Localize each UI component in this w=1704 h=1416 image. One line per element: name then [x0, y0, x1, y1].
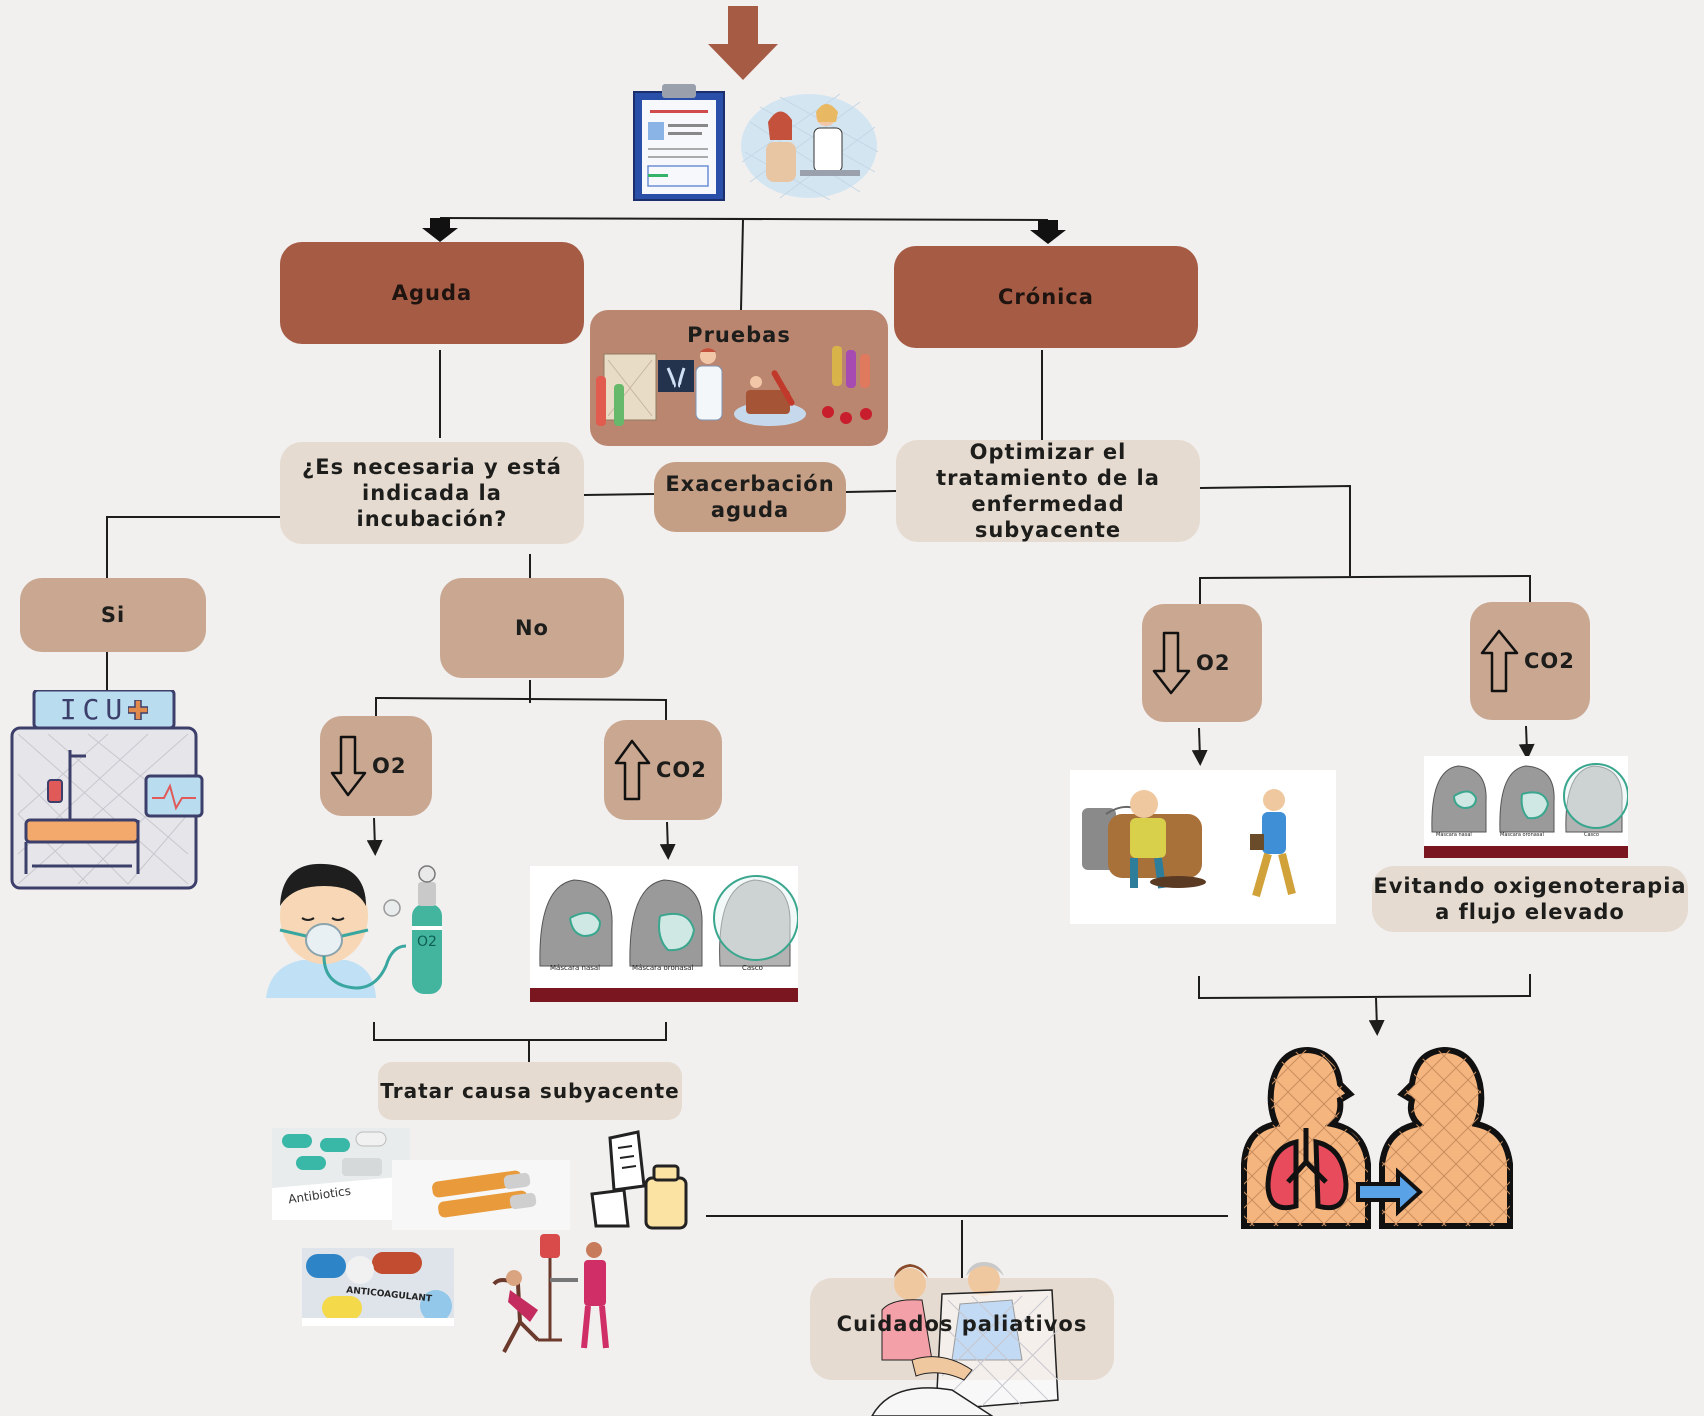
ventilation-masks-image-left: Máscara nasal Máscara oronasal Casco [530, 866, 798, 1002]
oxygen-mask-patient-illustration [266, 863, 442, 998]
elderly-oxygen-drawing [1082, 789, 1296, 898]
masks-drawing [1424, 763, 1628, 858]
mask-casco-caption: Casco [1584, 832, 1599, 838]
mask-oronasal-caption: Máscara oronasal [632, 964, 694, 972]
o2-left-label: O2 [372, 753, 407, 778]
medical-tests-illustration [596, 346, 872, 426]
incubacion-question-box: ¿Es necesaria y está indicada la incubac… [280, 442, 584, 544]
up-arrow-icon [1480, 629, 1519, 693]
ventilation-masks-image-right: Máscara nasal Máscara oronasal Casco [1424, 756, 1628, 858]
medical-record-icon [633, 84, 725, 201]
inhalers-image [392, 1160, 570, 1230]
co2-right-box: CO2 [1470, 602, 1590, 720]
evitando-box: Evitando oxigenoterapia a flujo elevado [1372, 866, 1688, 932]
down-arrow-icon [1152, 631, 1191, 695]
masks-drawing [530, 875, 798, 1002]
exacerbacion-box: Exacerbación aguda [654, 462, 846, 532]
co2-left-label: CO2 [656, 757, 707, 782]
cronica-box: Crónica [894, 246, 1198, 348]
icu-sign-text: ICU [59, 692, 129, 726]
mask-oronasal-caption: Máscara oronasal [1500, 832, 1544, 838]
palliative-care-illustration [871, 1262, 1059, 1416]
co2-left-box: CO2 [604, 720, 722, 820]
antibiotics-image: Antibiotics [272, 1128, 410, 1220]
anticoagulant-image: ANTICOAGULANT [302, 1248, 454, 1326]
pills-drawing [302, 1252, 454, 1326]
optimizar-box: Optimizar el tratamiento de la enfermeda… [896, 440, 1200, 542]
top-down-arrow [708, 6, 778, 80]
up-arrow-icon [614, 739, 651, 801]
aguda-box: Aguda [280, 242, 584, 344]
tratar-causa-box: Tratar causa subyacente [378, 1062, 682, 1120]
no-box: No [440, 578, 624, 678]
iv-therapy-illustration [492, 1234, 609, 1353]
down-arrow-icon [330, 735, 367, 797]
cuidados-paliativos-label: Cuidados paliativos [836, 1312, 1088, 1336]
pruebas-label: Pruebas [687, 323, 791, 347]
inhaler-icon [590, 1130, 688, 1230]
si-box: Si [20, 578, 206, 652]
mask-casco-caption: Casco [742, 964, 763, 972]
capsules-drawing [272, 1131, 410, 1220]
o2-tank-label: O2 [417, 934, 437, 950]
o2-right-label: O2 [1196, 650, 1231, 675]
plus-icon [128, 700, 148, 720]
mask-nasal-caption: Máscara nasal [1436, 832, 1472, 838]
o2-right-box: O2 [1142, 604, 1262, 722]
o2-left-box: O2 [320, 716, 432, 816]
mask-nasal-caption: Máscara nasal [550, 964, 601, 972]
doctor-patient-illustration [741, 93, 878, 200]
home-oxygen-image [1070, 770, 1336, 924]
co2-right-label: CO2 [1524, 648, 1575, 673]
lung-transfer-illustration [1241, 1046, 1513, 1229]
